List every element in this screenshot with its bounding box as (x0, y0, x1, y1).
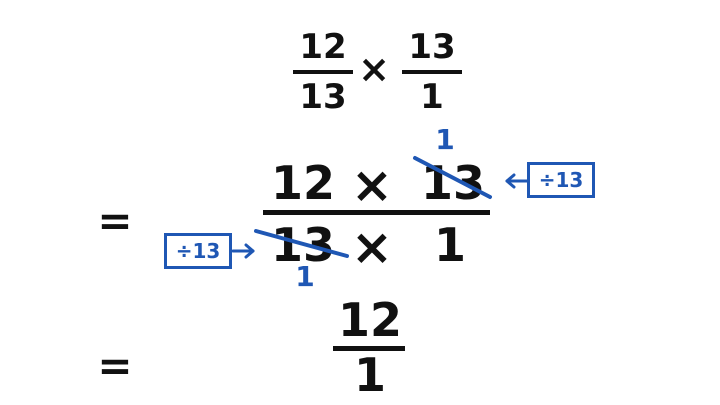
cancel-result-top: 1 (435, 123, 455, 156)
equals-sign-row3: = (97, 341, 133, 390)
equals-sign-row2: = (97, 196, 133, 245)
result-numerator: 12 (337, 293, 402, 347)
fraction2-denominator: 1 (420, 77, 444, 117)
arrow-left-pointing (505, 173, 529, 189)
strike-denominator-13 (254, 229, 349, 258)
result-fraction-bar (333, 346, 405, 351)
combined-denominator-right: 1 (433, 218, 466, 272)
divide-by-13-note-left: ÷13 (164, 233, 232, 269)
combined-fraction-bar (263, 210, 490, 215)
strike-numerator-13 (413, 156, 492, 199)
fraction1-numerator: 12 (299, 27, 347, 67)
combined-numerator-left: 12 (270, 156, 335, 210)
fraction2-bar (402, 70, 462, 74)
fraction1-denominator: 13 (299, 77, 347, 117)
multiply-operator-row1: × (358, 47, 390, 91)
combined-numerator-operator: × (351, 156, 393, 214)
result-denominator: 1 (353, 348, 386, 402)
fraction2-numerator: 13 (408, 27, 456, 67)
fraction1-bar (293, 70, 353, 74)
combined-denominator-operator: × (351, 218, 393, 276)
arrow-right-pointing (231, 243, 255, 259)
divide-by-13-note-right: ÷13 (527, 162, 595, 198)
cancel-result-bottom: 1 (295, 260, 315, 293)
